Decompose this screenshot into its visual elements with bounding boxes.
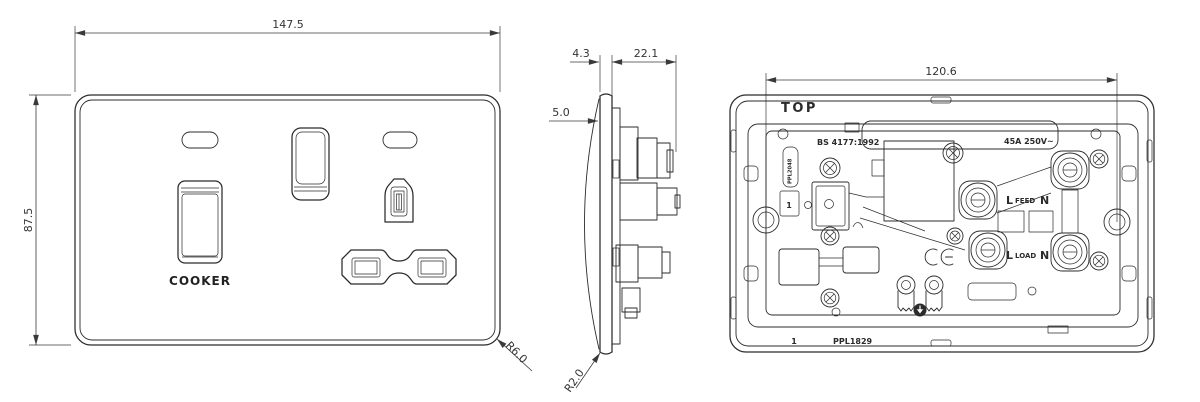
earth-pin-aperture	[384, 178, 414, 223]
corner-hole	[1090, 128, 1102, 140]
small-hole	[804, 201, 812, 209]
back-plate-inner-edge	[735, 100, 1149, 347]
ce-mark-icon	[924, 248, 954, 266]
curved-faceplate-profile	[584, 98, 600, 350]
front-plate-outline	[74, 94, 501, 346]
base-mould-reference: PPL1829	[833, 337, 873, 346]
screw-icon	[946, 227, 964, 245]
mechanism-step	[661, 251, 671, 274]
retaining-tab	[1121, 265, 1137, 282]
top-orientation-marking: TOP	[781, 101, 818, 116]
lower-left-blocks	[778, 246, 880, 286]
bottom-slot	[930, 339, 952, 347]
retaining-tab	[743, 165, 759, 182]
screw-icon	[819, 157, 841, 179]
mechanism-step	[666, 149, 674, 173]
mechanism-step	[637, 246, 663, 279]
side-slot	[1146, 139, 1153, 163]
retaining-tab	[743, 265, 759, 282]
mechanism-step	[611, 107, 621, 345]
fixing-centres-dimension: 120.6	[925, 65, 957, 78]
screw-icon	[1089, 149, 1109, 169]
switch-module-top	[861, 120, 1059, 150]
side-dimensions: 4.3 22.1 5.0 R2.0	[549, 47, 677, 395]
corner-hole	[777, 128, 789, 140]
mechanism-step	[621, 287, 641, 313]
feed-line-letter: L	[1006, 194, 1013, 207]
mechanism-step	[619, 126, 639, 181]
switch-mechanism-block	[811, 181, 850, 231]
side-mechanism	[611, 107, 681, 345]
cavity-box	[779, 190, 800, 217]
mechanism-step	[656, 187, 678, 216]
cooker-label: COOKER	[169, 274, 231, 288]
screw-heads	[819, 142, 1109, 308]
feed-word: FEED	[1015, 197, 1035, 205]
earth-terminals	[896, 275, 1037, 317]
side-slot	[1146, 296, 1153, 320]
mechanism-step	[624, 307, 638, 319]
socket-neon-indicator	[382, 131, 418, 149]
feed-neutral-letter: N	[1040, 194, 1049, 207]
screw-icon	[1089, 251, 1109, 271]
retaining-tab	[844, 122, 860, 133]
mould-label-frame	[782, 146, 799, 188]
mechanism-plate-outline	[765, 130, 1121, 316]
side-plate-profile	[584, 93, 613, 355]
feed-terminals: L FEED N	[958, 150, 1090, 220]
plate-clips	[730, 96, 1153, 347]
base-cavity-number: 1	[791, 337, 797, 346]
front-plate-inner-edge	[79, 99, 496, 341]
mould-reference-vertical: PPL2048	[788, 158, 794, 184]
front-dimensions: 147.5 87.5 R6.0	[22, 18, 533, 372]
top-slot	[930, 96, 952, 104]
screw-icon	[820, 288, 840, 308]
socket-switch-rocker	[291, 127, 330, 201]
mechanism-step	[619, 182, 658, 221]
back-plate-outline	[729, 94, 1155, 353]
rating-marking: 45A 250V~	[1004, 137, 1054, 146]
central-switch-body	[848, 140, 966, 251]
front-corner-radius-callout: R6.0	[503, 339, 530, 366]
screw-icon	[942, 142, 964, 164]
side-view: 4.3 22.1 5.0 R2.0	[549, 47, 681, 395]
load-word: LOAD	[1015, 252, 1036, 260]
terminal-cover	[967, 282, 1017, 301]
side-depth-dimension: 22.1	[634, 47, 659, 60]
back-view: 120.6 TOP	[729, 65, 1155, 353]
screw-icon	[820, 226, 840, 246]
mould-cavity-number: 1	[786, 201, 792, 210]
load-terminals: L LOAD N	[968, 189, 1090, 272]
side-corner-radius-callout: R2.0	[562, 367, 587, 395]
cooker-neon-indicator	[181, 131, 219, 149]
line-neutral-apertures	[341, 249, 457, 285]
back-box-outline	[747, 123, 1139, 328]
fixing-hole-right	[1103, 208, 1131, 236]
front-view: 147.5 87.5 R6.0 COOKER	[22, 18, 533, 372]
retaining-tab	[1121, 165, 1137, 182]
mechanism-step	[636, 137, 658, 179]
front-height-dimension: 87.5	[22, 208, 35, 233]
side-slot	[730, 296, 737, 320]
mounting-clip	[612, 247, 620, 267]
mechanism-step	[674, 194, 681, 209]
mechanism-step	[656, 142, 671, 179]
front-width-dimension: 147.5	[272, 18, 304, 31]
small-hole	[831, 307, 841, 317]
load-line-letter: L	[1006, 249, 1013, 262]
fixing-hole-left	[752, 206, 780, 234]
small-hole	[1027, 286, 1037, 296]
standard-marking: BS 4177:1992	[817, 138, 879, 147]
side-curve-dimension: 5.0	[552, 106, 570, 119]
side-thickness-dimension: 4.3	[572, 47, 590, 60]
earth-symbol-icon	[913, 303, 927, 317]
load-neutral-letter: N	[1040, 249, 1049, 262]
side-slot	[730, 129, 737, 153]
retaining-tab	[1047, 325, 1069, 334]
cooker-rocker-switch	[177, 180, 223, 264]
mounting-clip	[612, 159, 620, 179]
